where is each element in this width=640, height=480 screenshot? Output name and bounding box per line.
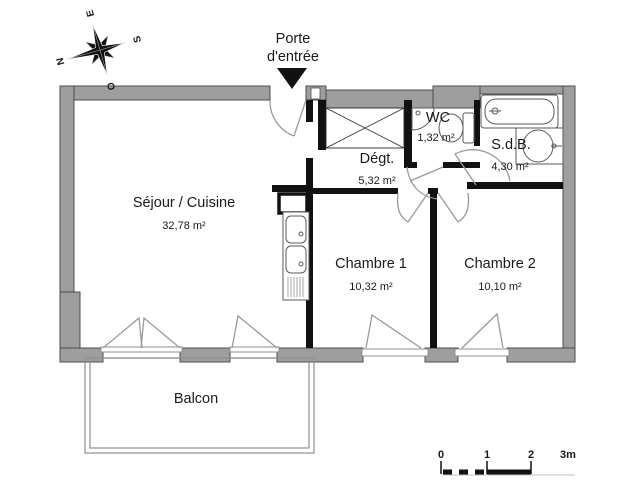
corner-sink-icon: [411, 107, 435, 131]
bathroom-sink-tap-knob: [551, 143, 557, 149]
wc-label: WC: [426, 110, 450, 126]
partition-wc-bottom-right: [443, 162, 480, 168]
toilet-tank: [462, 112, 475, 144]
balcony-french-door-left-leaf: [102, 316, 143, 349]
chambre2-door-leaf: [437, 192, 459, 223]
entry-arrow-icon: [277, 68, 307, 89]
entry-label-line1: Porte: [276, 31, 311, 47]
partition-entry-stub: [306, 100, 313, 122]
scale-bar: 0 1 2 3m: [438, 449, 576, 476]
entry-annotation: Porte d'entrée: [267, 31, 319, 89]
partition-wc-left: [404, 100, 412, 168]
partition-wc-sdb: [474, 100, 480, 146]
wall-top-left: [59, 85, 271, 101]
wc-door-leaf: [409, 166, 444, 182]
partition-center-post: [428, 188, 438, 194]
wall-bottom-5: [506, 347, 576, 363]
chambre2-door-arc: [457, 192, 470, 223]
wall-bottom-4: [424, 347, 459, 363]
sink-counter: [515, 127, 564, 165]
bathtub-inner: [484, 98, 555, 125]
entry-door-jamb: [310, 87, 321, 100]
sdb-fixtures: [480, 94, 564, 165]
entry-label-line2: d'entrée: [267, 49, 319, 65]
compass-east-label: E: [85, 8, 98, 18]
scale-tick-3: 3m: [560, 449, 576, 461]
wall-bottom-1: [59, 347, 104, 363]
wall-top-wc: [432, 85, 481, 109]
chambre2-label: Chambre 2: [464, 256, 536, 272]
wall-right: [562, 85, 576, 363]
sdb-door-leaf: [454, 153, 477, 186]
chambre1-door-leaf: [407, 192, 429, 223]
wall-top-right: [479, 85, 576, 95]
sejour-area: 32,78 m²: [162, 220, 206, 232]
partition-wc-bottom-left: [404, 162, 417, 168]
chambre2-window-door-leaf: [461, 312, 504, 349]
wall-bottom-2: [179, 347, 231, 363]
exterior-walls: [59, 85, 576, 363]
kitchen-sink-drain-2: [298, 261, 304, 267]
compass-west-label: O: [105, 81, 118, 92]
chambre2-area: 10,10 m²: [478, 281, 522, 293]
chambre1-label: Chambre 1: [335, 256, 407, 272]
kitchen-sink-unit: [282, 211, 310, 301]
balcon-label: Balcon: [174, 391, 218, 407]
wall-bottom-3: [276, 347, 364, 363]
wall-top-middle: [325, 89, 434, 109]
partition-kitchen-fin: [272, 185, 313, 192]
sdb-label: S.d.B.: [491, 137, 531, 153]
sdb-door-arc: [454, 149, 511, 182]
degagement-area: 5,32 m²: [358, 175, 396, 187]
partition-sdb-chambre2: [467, 182, 563, 189]
sejour-window-door-leaf: [231, 314, 278, 349]
toilet-icon: [438, 113, 464, 143]
wc-door-arc: [406, 166, 438, 200]
compass-rose-icon: N E S O: [55, 8, 145, 92]
wall-left-upper: [59, 85, 75, 293]
kitchen-duct-box: [277, 192, 309, 215]
wc-fixtures: [411, 107, 475, 144]
kitchen-sink-bowl-2: [285, 245, 307, 274]
chambre1-window-door-leaf: [365, 313, 422, 349]
balcony-railing: [84, 357, 315, 454]
entry-door-leaf: [293, 99, 307, 137]
entry-closet: [325, 107, 405, 149]
balcony-french-door-right-leaf: [140, 316, 181, 349]
chambre1-area: 10,32 m²: [349, 281, 393, 293]
compass-north-label: N: [55, 56, 68, 66]
entry-door-arc: [269, 99, 295, 137]
wc-area: 1,32 m²: [417, 132, 455, 144]
compass-south-label: S: [132, 34, 145, 44]
degagement-label: Dégt.: [360, 151, 395, 167]
partition-chambre1-chambre2: [430, 194, 437, 348]
scale-tick-1: 1: [484, 449, 490, 461]
kitchen-sink-bowl-1: [285, 215, 307, 244]
partition-closet-left: [318, 100, 326, 150]
sdb-area: 4,30 m²: [491, 161, 529, 173]
chambre1-door-arc: [396, 192, 409, 223]
scale-tick-0: 0: [438, 449, 444, 461]
kitchen-drainer-hatch: [287, 277, 304, 297]
partition-degt-chambre1: [306, 188, 398, 194]
door-swings: [102, 99, 511, 349]
sejour-label: Séjour / Cuisine: [133, 195, 235, 211]
room-labels: Séjour / Cuisine 32,78 m² Dégt. 5,32 m² …: [133, 110, 536, 407]
scale-tick-2: 2: [528, 449, 534, 461]
corner-sink-tap: [415, 110, 421, 116]
kitchen-sink-drain-1: [298, 231, 304, 237]
window-sills: [100, 346, 510, 357]
